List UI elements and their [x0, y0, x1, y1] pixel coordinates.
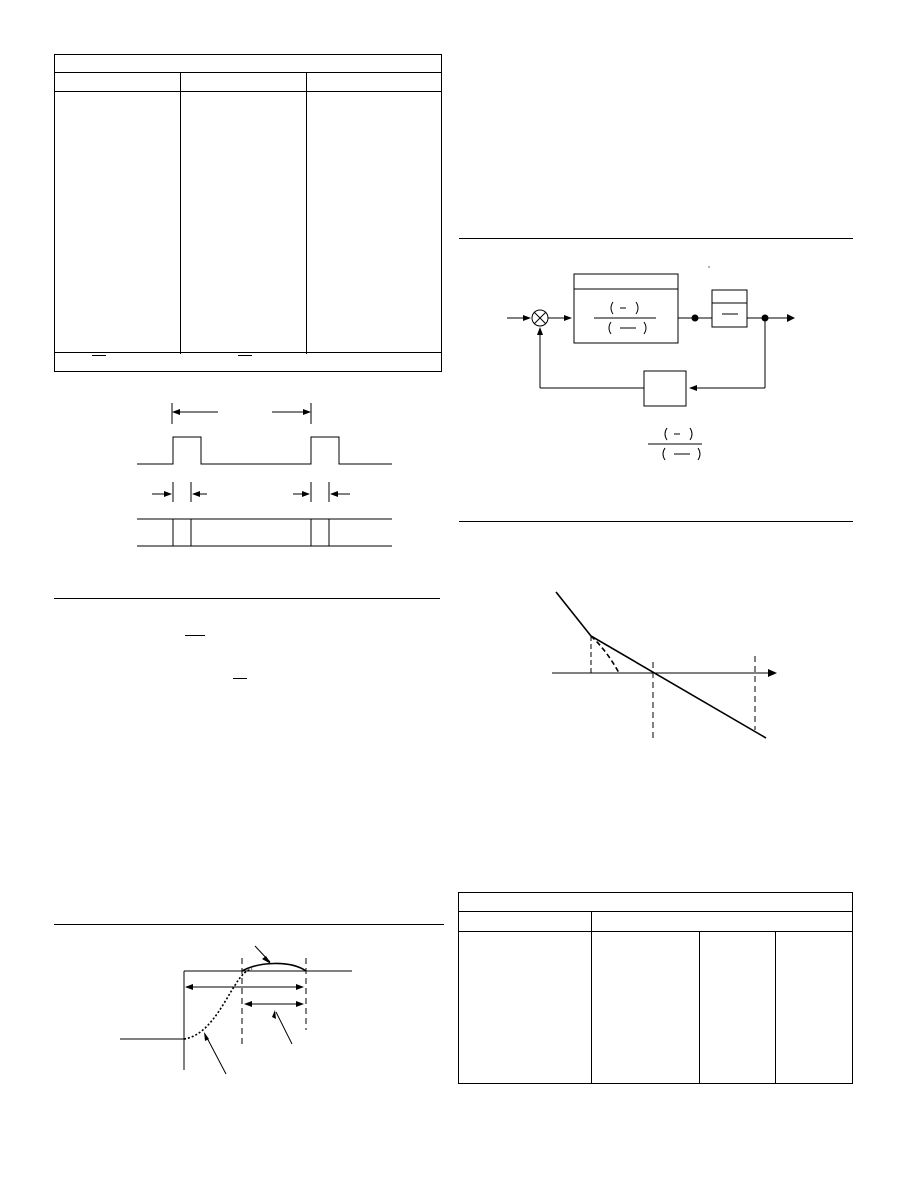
fraction-bar: [233, 678, 247, 679]
fraction-bar: [185, 635, 205, 636]
section-rule: [54, 924, 444, 925]
section-rule: [459, 521, 853, 522]
section-rule: [54, 598, 440, 599]
section-rule: [459, 238, 853, 239]
